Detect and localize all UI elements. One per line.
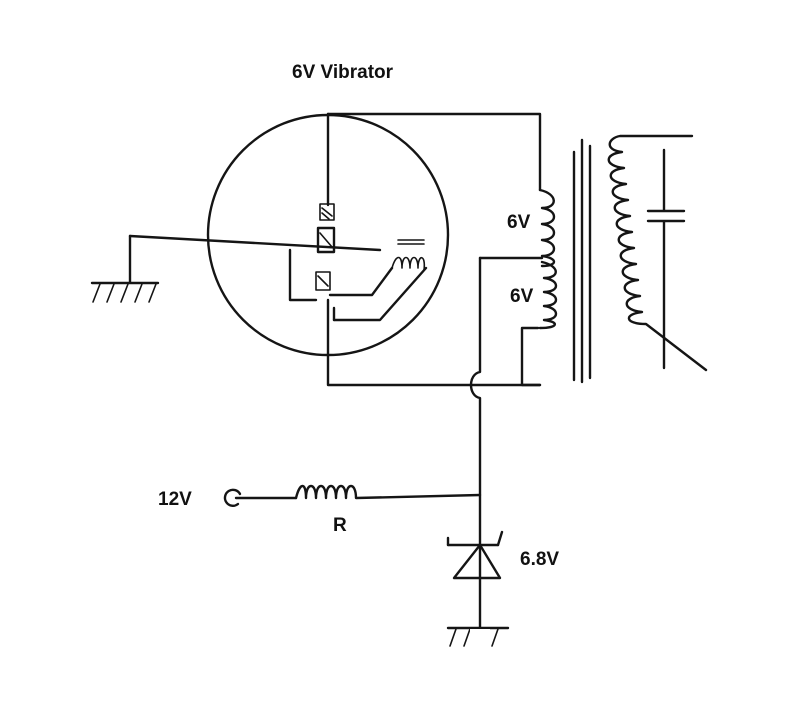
vibrator-bottom-wire [326,298,542,387]
primary-lower-label: 6V [510,286,534,307]
primary-lower-winding [538,260,558,330]
series-resistor [294,484,482,500]
vibrator-contacts [315,203,336,291]
input-voltage-label: 12V [158,489,192,510]
secondary-winding [607,134,708,372]
primary-upper-winding [538,188,556,268]
primary-lower-return [520,326,542,387]
vibrator-reed [128,234,382,252]
zener-voltage-label: 6.8V [520,549,560,570]
center-tap-down-wire [469,256,482,682]
resistor-label: R [333,515,347,536]
zener-diode [446,530,504,580]
ground-symbol-left [90,281,160,303]
vibrator-title-label: 6V Vibrator [292,62,394,83]
transformer-core [572,138,592,384]
primary-upper-label: 6V [507,212,531,233]
ground-mask [470,629,490,689]
output-capacitor [646,148,686,370]
input-terminal [223,488,298,507]
vibrator-drive-coil [288,239,428,322]
top-feed-wire [326,112,542,192]
